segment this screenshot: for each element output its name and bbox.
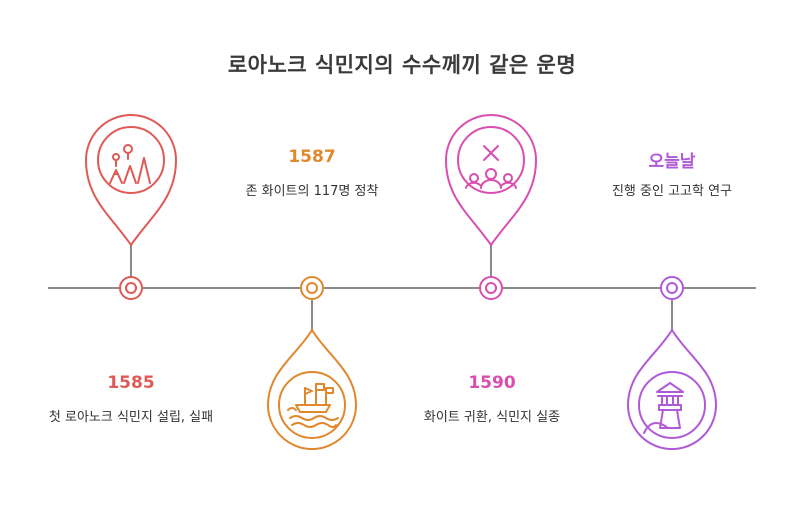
event-1-description: 첫 로아노크 식민지 설립, 실패 bbox=[48, 410, 214, 425]
event-1-year: 1585 bbox=[107, 373, 155, 393]
event-3-pin bbox=[444, 114, 538, 276]
event-3-year: 1590 bbox=[468, 373, 516, 393]
event-2-node bbox=[300, 276, 324, 300]
event-3-description: 화이트 귀환, 식민지 실종 bbox=[423, 410, 561, 425]
event-4-node bbox=[660, 276, 684, 300]
event-2-description: 존 화이트의 117명 정착 bbox=[245, 184, 379, 199]
missing-people-icon bbox=[465, 145, 517, 189]
event-4-pin bbox=[626, 300, 718, 450]
forest-settlement-icon bbox=[109, 144, 151, 184]
event-4-year: 오늘날 bbox=[648, 152, 696, 172]
lighthouse-icon bbox=[643, 382, 684, 434]
event-2-pin bbox=[266, 300, 358, 450]
event-1-pin bbox=[84, 114, 178, 276]
event-1-node bbox=[119, 276, 143, 300]
ships-on-waves-icon bbox=[287, 383, 339, 428]
event-4-description: 진행 중인 고고학 연구 bbox=[611, 184, 733, 199]
diagram-title: 로아노크 식민지의 수수께끼 같은 운명 bbox=[227, 53, 577, 77]
event-2-year: 1587 bbox=[288, 147, 336, 167]
event-3-node bbox=[479, 276, 503, 300]
